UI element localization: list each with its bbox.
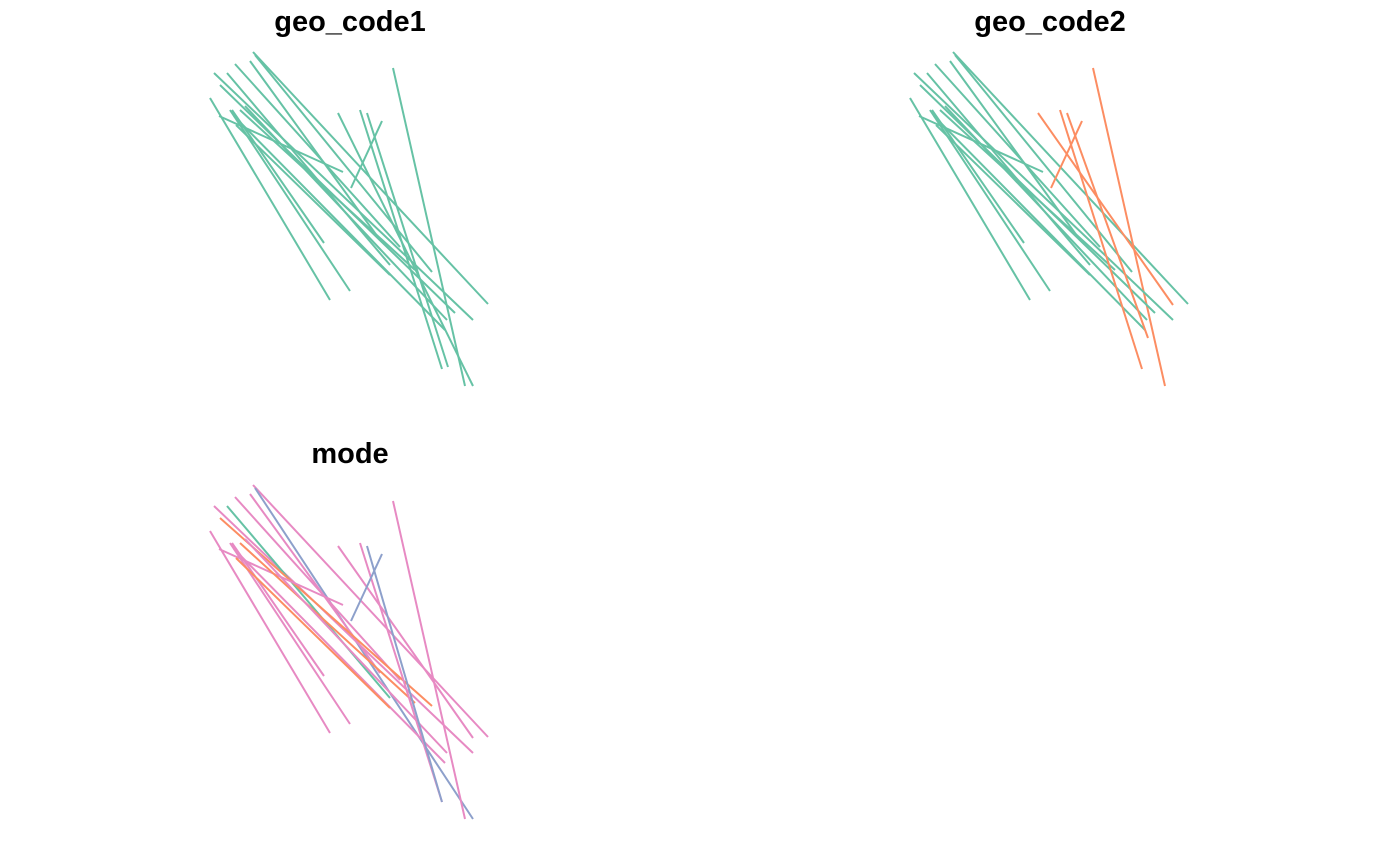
flow-line-geo-code1-6 [249,60,381,241]
flow-line-geo-code2-1 [952,51,1189,305]
flow-line-geo-code2-2 [954,54,1133,273]
flow-line-mode-17 [337,545,474,739]
flow-line-geo-code2-3 [1092,67,1166,387]
flow-line-geo-code2-18 [1059,109,1143,370]
flow-line-geo-code2-7 [926,72,1091,266]
flow-line-geo-code2-15 [944,105,1148,321]
flow-line-geo-code1-12 [231,109,325,244]
flow-line-mode-20 [350,553,383,622]
flow-line-geo-code2-19 [1066,112,1149,339]
lines-layer-mode [209,484,489,820]
flow-line-geo-code1-16 [235,124,391,276]
flow-line-mode-6 [249,493,381,674]
panel-title-geo-code1: geo_code1 [274,6,426,38]
flow-line-geo-code2-4 [913,72,1174,321]
flow-line-geo-code2-6 [949,60,1081,241]
flow-line-geo-code1-4 [213,72,474,321]
flow-line-mode-12 [231,542,325,677]
flow-line-mode-16 [235,557,391,709]
flow-line-mode-15 [244,538,448,754]
flow-line-geo-code1-19 [366,112,449,368]
flow-line-geo-code1-14 [239,109,416,271]
flow-line-mode-13 [233,548,446,764]
flow-line-geo-code1-11 [229,109,351,292]
flow-line-geo-code1-17 [337,112,474,387]
flow-line-mode-9 [209,530,331,734]
flow-line-geo-code1-20 [350,120,383,189]
flow-line-geo-code1-2 [254,54,433,273]
flow-line-mode-11 [229,542,351,725]
flow-line-geo-code1-13 [233,115,446,331]
panel-geo-code2: geo_code2 [909,6,1189,387]
flow-line-mode-1 [252,484,489,738]
flow-line-geo-code2-13 [933,115,1146,331]
lines-layer-geo-code2 [909,51,1189,387]
flow-line-mode-3 [392,500,466,820]
flow-line-geo-code2-20 [1050,120,1083,189]
flow-line-geo-code1-15 [244,105,448,321]
panel-title-mode: mode [311,438,388,470]
lines-layer-geo-code1 [209,51,489,387]
flow-line-mode-4 [213,505,474,754]
panel-title-geo-code2: geo_code2 [974,6,1126,38]
flow-line-geo-code2-12 [931,109,1025,244]
flow-line-mode-14 [239,542,416,704]
flow-line-mode-2 [254,487,474,820]
flow-line-geo-code1-18 [359,109,443,370]
flow-line-geo-code1-9 [209,97,331,301]
flow-line-geo-code2-9 [909,97,1031,301]
flow-line-geo-code2-14 [939,109,1116,271]
flow-line-mode-19 [366,545,443,803]
flow-line-geo-code2-11 [929,109,1051,292]
flow-line-mode-7 [226,505,391,699]
flow-line-geo-code1-7 [226,72,391,266]
flow-line-geo-code2-17 [1037,112,1174,306]
flow-line-geo-code2-16 [935,124,1091,276]
panel-geo-code1: geo_code1 [209,6,489,387]
panel-mode: mode [209,438,489,820]
flow-line-geo-code1-3 [392,67,466,387]
